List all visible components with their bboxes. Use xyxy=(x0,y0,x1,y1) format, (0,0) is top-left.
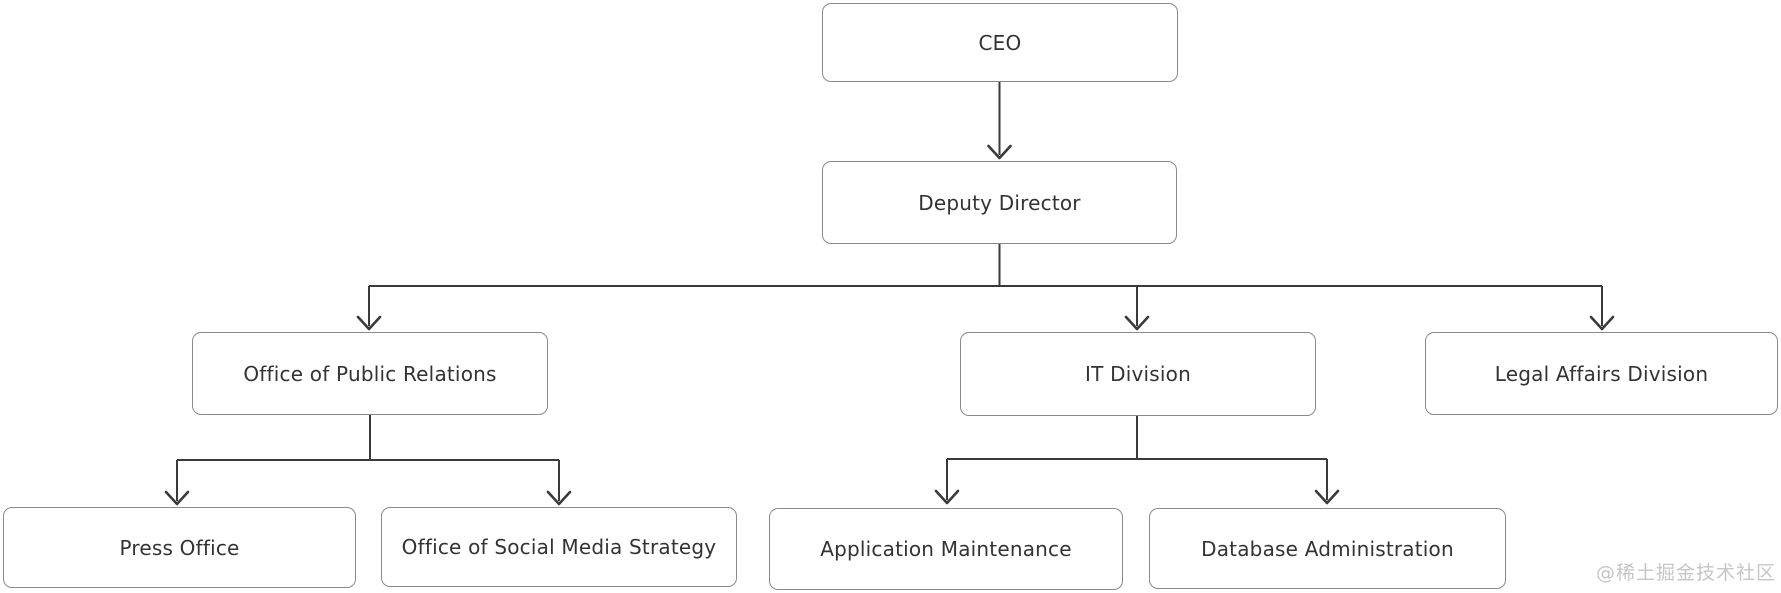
node-application-maintenance: Application Maintenance xyxy=(769,508,1123,590)
edge-publicrelations-children xyxy=(164,415,572,506)
edge-ceo-deputy xyxy=(987,82,1012,160)
node-office-of-social-media-strategy-label: Office of Social Media Strategy xyxy=(401,535,717,559)
node-ceo: CEO xyxy=(822,3,1178,82)
node-it-division-label: IT Division xyxy=(1085,362,1191,386)
node-legal-affairs-division-label: Legal Affairs Division xyxy=(1494,361,1709,386)
node-office-of-public-relations: Office of Public Relations xyxy=(192,332,548,415)
edge-itdivision-children xyxy=(934,416,1340,505)
node-it-division: IT Division xyxy=(960,332,1316,416)
watermark: @稀土掘金技术社区 xyxy=(1595,562,1776,584)
node-office-of-social-media-strategy: Office of Social Media Strategy xyxy=(381,507,737,587)
node-press-office: Press Office xyxy=(3,507,356,588)
node-database-administration: Database Administration xyxy=(1149,508,1506,589)
node-ceo-label: CEO xyxy=(978,30,1022,55)
node-deputy-director: Deputy Director xyxy=(822,161,1177,244)
node-office-of-public-relations-label: Office of Public Relations xyxy=(243,361,497,386)
node-deputy-director-label: Deputy Director xyxy=(918,190,1081,215)
node-press-office-label: Press Office xyxy=(119,535,240,560)
node-database-administration-label: Database Administration xyxy=(1201,536,1454,561)
node-application-maintenance-label: Application Maintenance xyxy=(820,537,1072,561)
edge-deputy-children xyxy=(356,244,1615,331)
node-legal-affairs-division: Legal Affairs Division xyxy=(1425,332,1778,415)
